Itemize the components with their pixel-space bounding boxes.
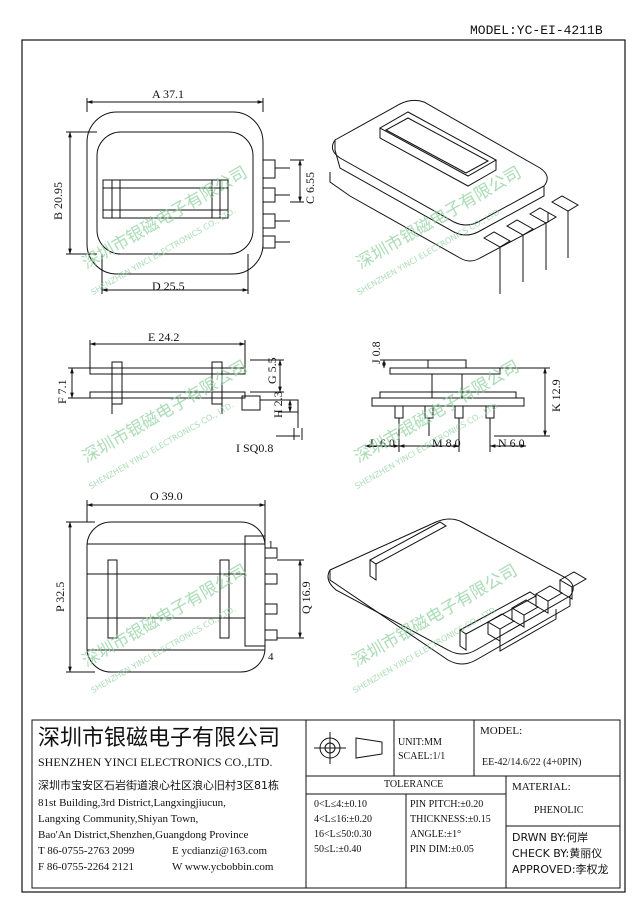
dim-label-e: E 24.2 — [148, 330, 180, 344]
isometric-view-bottom — [327, 518, 587, 665]
unit-label: UNIT:MM — [398, 737, 442, 748]
tolerance-row-2: 4<L≤16:±0.20 — [314, 814, 373, 825]
dim-label-g: G 5.5 — [265, 357, 279, 384]
scale-label: SCAEL:1/1 — [398, 751, 446, 762]
material-label: MATERIAL: — [512, 781, 571, 793]
dim-label-p: P 32.5 — [53, 581, 67, 612]
approved-by: APPROVED:李权龙 — [512, 863, 609, 876]
side-view — [364, 359, 550, 452]
isometric-view-top — [329, 99, 579, 294]
telephone: T 86-0755-2763 2099 — [38, 845, 135, 857]
pin-number-1: 1 — [268, 539, 274, 551]
address-line-1: 深圳市宝安区石岩街道浪心社区浪心旧村3区81栋 — [38, 779, 279, 792]
material-value: PHENOLIC — [534, 805, 584, 816]
pin-tolerance-row-3: ANGLE:±1° — [410, 829, 462, 840]
bottom-view — [66, 500, 304, 673]
dim-label-k: K 12.9 — [549, 379, 563, 412]
fax: F 86-0755-2264 2121 — [38, 861, 134, 873]
dim-label-i: I SQ0.8 — [236, 441, 274, 455]
dim-label-j: J 0.8 — [369, 341, 383, 364]
top-view — [66, 98, 304, 294]
tolerance-row-4: 50≤L:±0.40 — [314, 844, 362, 855]
dim-label-a: A 37.1 — [152, 87, 185, 101]
model-label: MODEL: — [480, 725, 523, 737]
dim-label-c: C 6.55 — [303, 171, 317, 204]
sheet-border — [21, 39, 626, 893]
tolerance-label: TOLERANCE — [384, 779, 444, 790]
pin-tolerance-row-2: THICKNESS:±0.15 — [410, 814, 491, 825]
tolerance-row-1: 0<L≤4:±0.10 — [314, 799, 368, 810]
address-line-2: 81st Building,3rd District,Langxingjiucu… — [38, 797, 226, 809]
company-name-cn: 深圳市银磁电子有限公司 — [38, 726, 281, 751]
website: W www.ycbobbin.com — [172, 861, 274, 873]
pin-number-4: 4 — [268, 651, 274, 663]
dim-label-o: O 39.0 — [150, 489, 183, 503]
front-view — [68, 340, 303, 440]
address-line-4: Bao'An District,Shenzhen,Guangdong Provi… — [38, 829, 249, 841]
email: E ycdianzi@163.com — [172, 845, 268, 857]
address-line-3: Langxing Community,Shiyan Town, — [38, 813, 199, 825]
pin-tolerance-row-1: PIN PITCH:±0.20 — [410, 799, 484, 810]
checked-by: CHECK BY:黄丽仪 — [512, 847, 603, 860]
projection-symbol-icon — [314, 732, 383, 764]
dim-label-d: D 25.5 — [152, 279, 185, 293]
dim-label-f: F 7.1 — [55, 379, 69, 404]
model-value: EE-42/14.6/22 (4+0PIN) — [482, 757, 582, 768]
dim-label-h: H 2.3 — [271, 391, 285, 418]
dim-label-m: M 8.0 — [432, 436, 461, 450]
tolerance-row-3: 16<L≤50:0.30 — [314, 829, 372, 840]
dim-label-b: B 20.95 — [51, 181, 65, 220]
model-number-header: MODEL:YC-EI-4211B — [470, 23, 603, 38]
dim-label-n: N 6.0 — [498, 436, 525, 450]
pin-tolerance-row-4: PIN DIM:±0.05 — [410, 844, 474, 855]
dim-label-l: L 6.0 — [370, 436, 395, 450]
drawn-by: DRWN BY:何岸 — [512, 831, 589, 844]
title-block-grid — [31, 719, 621, 889]
dim-label-q: Q 16.9 — [299, 581, 313, 614]
company-name-en: SHENZHEN YINCI ELECTRONICS CO.,LTD. — [38, 755, 273, 769]
